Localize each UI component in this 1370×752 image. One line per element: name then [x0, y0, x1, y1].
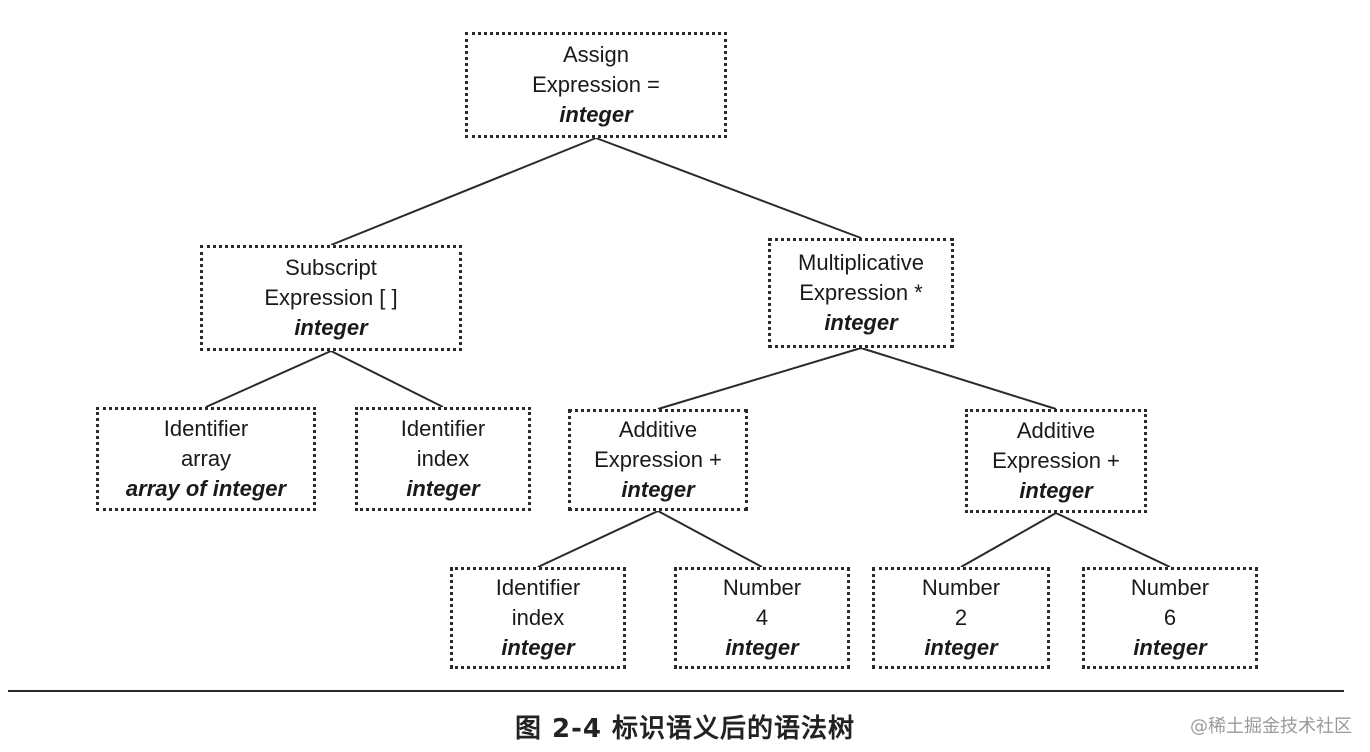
node-subtitle: 4 [755, 605, 769, 630]
node-identifier-array: Identifier array array of integer [96, 407, 316, 511]
edge-multiplicative-to-additive_left [657, 347, 862, 410]
node-title: Identifier [163, 416, 249, 441]
node-subtitle: array [180, 446, 232, 471]
node-title: Number [722, 575, 802, 600]
node-title: Number [1130, 575, 1210, 600]
figure-caption: 图 2-4 标识语义后的语法树 [514, 714, 856, 744]
edge-assign-to-subscript [330, 137, 597, 246]
node-subtitle: 6 [1163, 605, 1177, 630]
node-subtitle: Expression [ ] [264, 285, 398, 310]
node-number-6: Number 6 integer [1082, 567, 1258, 669]
node-type: integer [294, 315, 368, 340]
edge-additive_right-to-number_2 [960, 512, 1057, 568]
node-type: integer [1133, 635, 1207, 660]
node-identifier-index-top: Identifier index integer [355, 407, 531, 511]
node-title: Identifier [400, 416, 486, 441]
node-type: integer [406, 476, 480, 501]
node-subtitle: Expression + [992, 448, 1120, 473]
node-title: Additive [618, 417, 698, 442]
node-type: integer [559, 102, 633, 127]
node-type: integer [1019, 478, 1093, 503]
edge-multiplicative-to-additive_right [860, 347, 1057, 410]
edge-additive_right-to-number_6 [1055, 512, 1171, 568]
node-title: Multiplicative [798, 250, 924, 275]
node-subtitle: Expression = [532, 72, 660, 97]
node-assign-expression: Assign Expression = integer [465, 32, 727, 138]
node-title: Assign [562, 42, 630, 67]
node-number-4: Number 4 integer [674, 567, 850, 669]
node-multiplicative-expression: Multiplicative Expression * integer [768, 238, 954, 348]
node-title: Identifier [495, 575, 581, 600]
edge-subscript-to-id_array [205, 350, 332, 408]
node-additive-expression-right: Additive Expression + integer [965, 409, 1147, 513]
node-identifier-index-bottom: Identifier index integer [450, 567, 626, 669]
node-subscript-expression: Subscript Expression [ ] integer [200, 245, 462, 351]
node-type: integer [725, 635, 799, 660]
edge-subscript-to-id_index_top [330, 350, 444, 408]
node-type: array of integer [125, 476, 287, 501]
node-number-2: Number 2 integer [872, 567, 1050, 669]
node-title: Additive [1016, 418, 1096, 443]
watermark: @稀土掘金技术社区 [1190, 716, 1352, 737]
node-type: integer [621, 477, 695, 502]
node-subtitle: index [511, 605, 565, 630]
node-subtitle: index [416, 446, 470, 471]
node-subtitle: Expression + [594, 447, 722, 472]
node-type: integer [824, 310, 898, 335]
edge-assign-to-multiplicative [595, 137, 862, 239]
node-additive-expression-left: Additive Expression + integer [568, 409, 748, 511]
edge-additive_left-to-number_4 [657, 510, 763, 568]
node-type: integer [501, 635, 575, 660]
edge-additive_left-to-id_index_bottom [537, 510, 659, 568]
node-subtitle: Expression * [799, 280, 923, 305]
node-type: integer [924, 635, 998, 660]
node-subtitle: 2 [954, 605, 968, 630]
node-title: Number [921, 575, 1001, 600]
caption-divider [8, 690, 1344, 692]
node-title: Subscript [285, 255, 377, 280]
